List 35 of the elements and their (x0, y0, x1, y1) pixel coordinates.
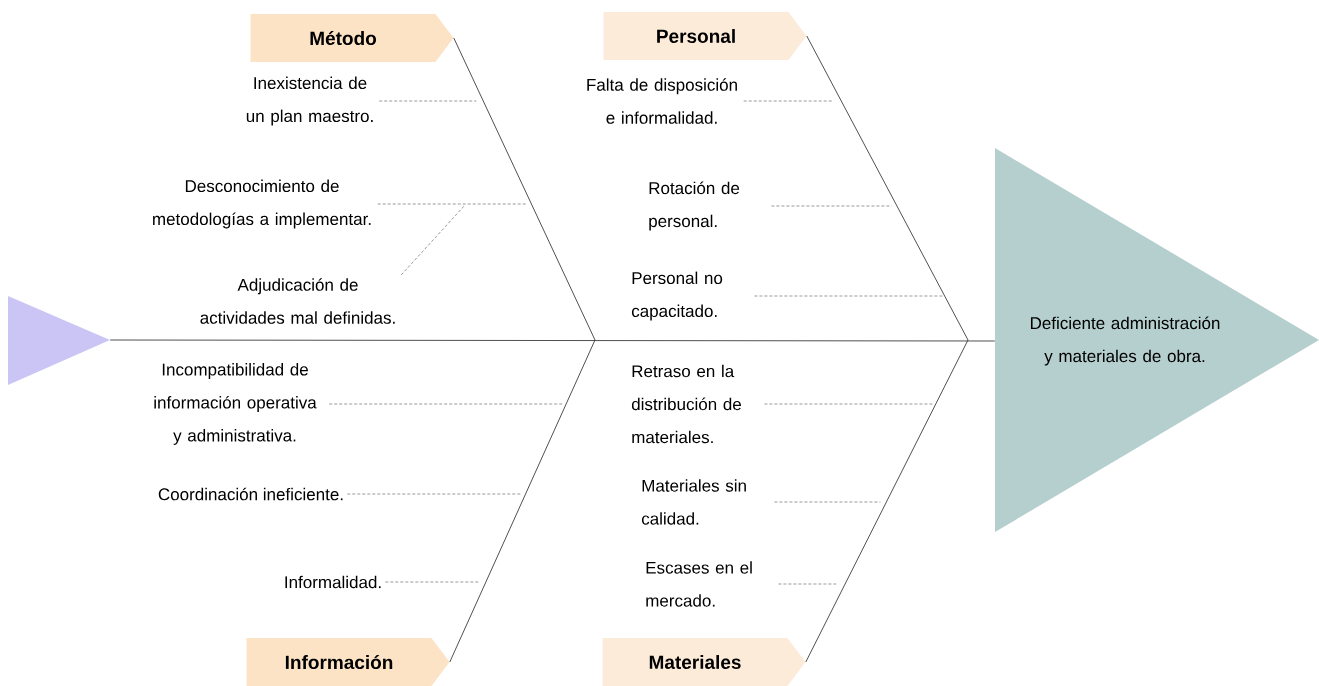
cause-text: Escases en el mercado. (646, 561, 752, 607)
effect-triangle: Deficiente administración y materiales de obra. (995, 148, 1319, 532)
leader-line (378, 100, 477, 102)
cause-text: Rotación de personal. (649, 181, 740, 231)
leader-line (743, 100, 833, 102)
leader-line (346, 493, 522, 495)
bone-line (449, 339, 596, 663)
category-tag: Personal (603, 12, 807, 60)
cause-text: Materiales sin calidad. (641, 479, 746, 525)
leader-line (771, 205, 893, 207)
leader-line (764, 403, 934, 405)
leader-line (385, 581, 479, 583)
bone-line (805, 339, 969, 663)
leader-line (400, 204, 466, 276)
bone-line (806, 35, 969, 341)
bone-line (453, 37, 596, 341)
cause-text: Inexistencia de un plan maestro. (246, 76, 373, 126)
category-tag: Método (250, 14, 454, 62)
cause-text: Retraso en la distribución de materiales. (631, 364, 741, 444)
leader-line (778, 583, 837, 585)
cause-text: Coordinación ineficiente. (158, 487, 343, 501)
cause-text: Personal no capacitado. (631, 271, 723, 321)
cause-text: Desconocimiento de metodologías a implementar. (153, 179, 371, 229)
cause-text: Incompatibilidad de información operativa y administrativa. (154, 363, 317, 445)
cause-text: Informalidad. (285, 575, 381, 589)
leader-line (774, 501, 881, 503)
category-tag: Materiales (602, 638, 806, 686)
spine-line (109, 339, 996, 342)
leader-line (754, 295, 944, 297)
leader-line (377, 203, 528, 205)
leader-line (328, 403, 565, 405)
cause-text: Falta de disposición e informalidad. (587, 78, 737, 124)
cause-text: Adjudicación de actividades mal definidas. (200, 278, 395, 324)
tail-triangle (8, 296, 110, 385)
category-tag: Información (246, 638, 450, 686)
